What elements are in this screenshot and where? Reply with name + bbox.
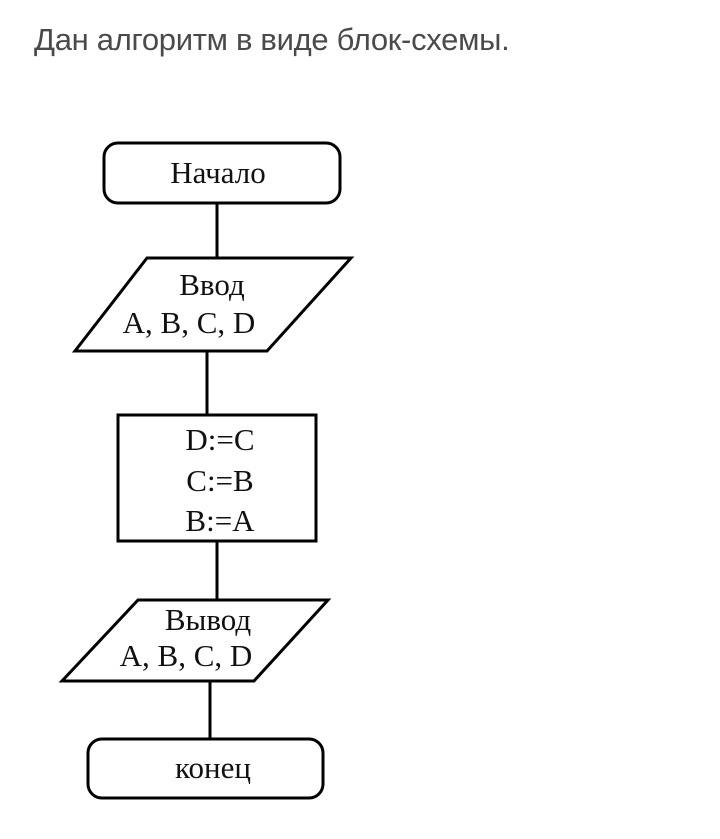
process-line-2: C:=B <box>186 463 253 498</box>
output-block <box>58 598 332 683</box>
output-title: Вывод <box>165 602 252 637</box>
start-label: Начало <box>170 155 266 190</box>
start-terminator <box>102 141 342 205</box>
process-line-3: B:=A <box>185 503 255 538</box>
output-vars: A, B, C, D <box>120 638 253 673</box>
end-label: конец <box>175 750 251 785</box>
process-line-1: D:=C <box>185 422 254 457</box>
input-vars: A, B, C, D <box>123 305 256 340</box>
input-title: Ввод <box>179 267 245 302</box>
process-block <box>116 413 318 543</box>
input-block <box>71 256 355 353</box>
end-terminator <box>86 737 325 800</box>
question-text: Дан алгоритм в виде блок-схемы. <box>34 22 510 57</box>
